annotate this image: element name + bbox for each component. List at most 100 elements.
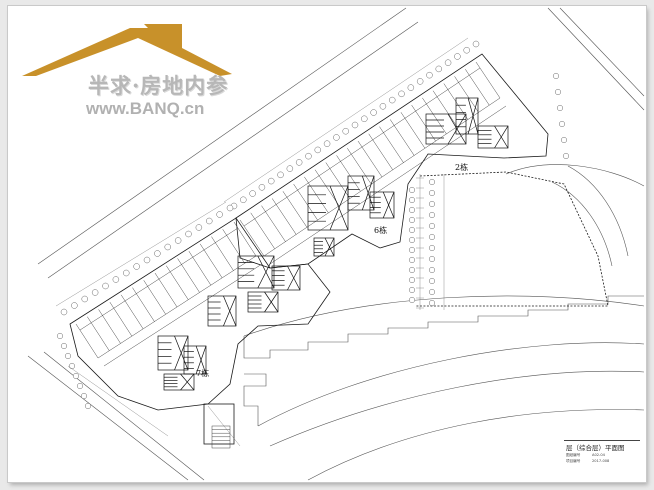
dimension-line (207, 405, 241, 447)
axis-bubble (240, 196, 247, 203)
room-partition (475, 61, 501, 99)
axis-bubble (72, 373, 79, 380)
drawing-title-block: 层（综合层）平面图 图纸编号 A02-04 项目编号 2017-008 (564, 440, 640, 473)
room-partition (389, 119, 415, 156)
axis-bubble (444, 59, 452, 66)
axis-bubble (164, 243, 171, 251)
axis-bubble (429, 178, 436, 185)
axis-bubble (112, 276, 120, 283)
watermark-logo: 半求·房地内参 www.BANQ.cn (22, 24, 252, 124)
axis-bubble (555, 88, 562, 95)
elevator-cross (257, 255, 275, 289)
terrace-edge (243, 373, 267, 426)
axis-bubble (389, 96, 396, 104)
axis-grid-bubbles (57, 40, 570, 410)
room-partition (199, 243, 223, 278)
axis-bubble (143, 256, 151, 264)
stair-elevator-cores (157, 97, 509, 391)
room-partition (109, 302, 133, 337)
axis-bubble (429, 289, 436, 296)
courtyard-boundary (416, 171, 609, 307)
axis-bubble (409, 287, 416, 294)
room-partition (432, 90, 458, 127)
drawing-title: 层（综合层）平面图 (566, 444, 625, 452)
core-outline (163, 373, 195, 391)
axis-bubble (84, 403, 91, 410)
axis-bubble (80, 393, 87, 400)
room-partition (357, 140, 383, 178)
axis-bubble (258, 184, 266, 191)
axis-bubble (409, 277, 416, 284)
room-partition (239, 219, 265, 257)
axis-bubble (286, 165, 294, 172)
axis-bubble (216, 211, 223, 218)
site-boundary-line (37, 7, 407, 265)
site-boundary-line (43, 351, 205, 481)
axis-bubble (409, 196, 416, 203)
core-outline (455, 97, 479, 135)
elevator-cross (174, 335, 189, 371)
axis-bubble (429, 244, 436, 251)
dimension-line (67, 365, 169, 437)
road-curve (567, 165, 629, 257)
axis-bubble (409, 267, 416, 274)
axis-bubble (277, 171, 284, 179)
axis-bubble (429, 300, 436, 307)
dimension-line (223, 37, 469, 203)
building-label-2: 2栋 (455, 163, 469, 172)
axis-bubble (409, 246, 416, 253)
room-partition (98, 309, 121, 344)
elevator-cross (223, 295, 237, 327)
axis-bubble (60, 308, 68, 316)
entrance-block (203, 403, 235, 445)
road-curve (269, 370, 645, 447)
title-block-value: 2017-008 (592, 459, 610, 463)
corridor-line (103, 263, 263, 367)
road-curve (243, 295, 645, 337)
axis-bubble (351, 121, 359, 129)
core-outline (347, 175, 375, 211)
core-outline (157, 335, 189, 371)
axis-bubble (559, 120, 566, 127)
axis-bubble (435, 65, 442, 73)
room-partition (233, 221, 257, 257)
axis-bubble (429, 211, 436, 218)
room-partition (177, 258, 200, 293)
axis-bubble (81, 295, 88, 303)
axis-bubble (370, 109, 377, 116)
room-partition (222, 229, 245, 264)
axis-bubble (91, 289, 99, 296)
road-curve (257, 342, 645, 427)
axis-bubble (342, 128, 349, 135)
dimension-lines (55, 37, 469, 447)
site-boundary-line (559, 7, 645, 97)
core-outline (307, 185, 349, 231)
room-partitions (75, 61, 507, 449)
elevator-cross (264, 291, 279, 313)
core-outline (207, 295, 237, 327)
room-partition (211, 236, 234, 271)
site-boundary-line (27, 355, 189, 481)
elevator-cross (180, 373, 195, 391)
room-partition (143, 280, 166, 315)
room-partition (87, 316, 110, 351)
axis-bubble (61, 343, 68, 350)
room-partition (120, 294, 144, 329)
axis-bubble (409, 236, 416, 243)
room-partition (368, 133, 393, 170)
axis-bubble (429, 200, 436, 207)
dimension-line (55, 201, 227, 307)
title-block-label: 图纸编号 (566, 453, 581, 457)
title-block-value: A02-04 (592, 453, 605, 457)
axis-bubble (563, 152, 570, 159)
axis-bubble (379, 103, 387, 110)
corridor-line (269, 105, 507, 265)
axis-bubble (409, 216, 416, 223)
elevator-cross (195, 345, 207, 375)
core-outline (425, 113, 467, 145)
axis-bubble (57, 333, 64, 340)
axis-bubble (409, 297, 416, 304)
axis-bubble (429, 233, 436, 240)
title-block-label: 项目编号 (566, 459, 581, 463)
room-partition (166, 265, 189, 300)
